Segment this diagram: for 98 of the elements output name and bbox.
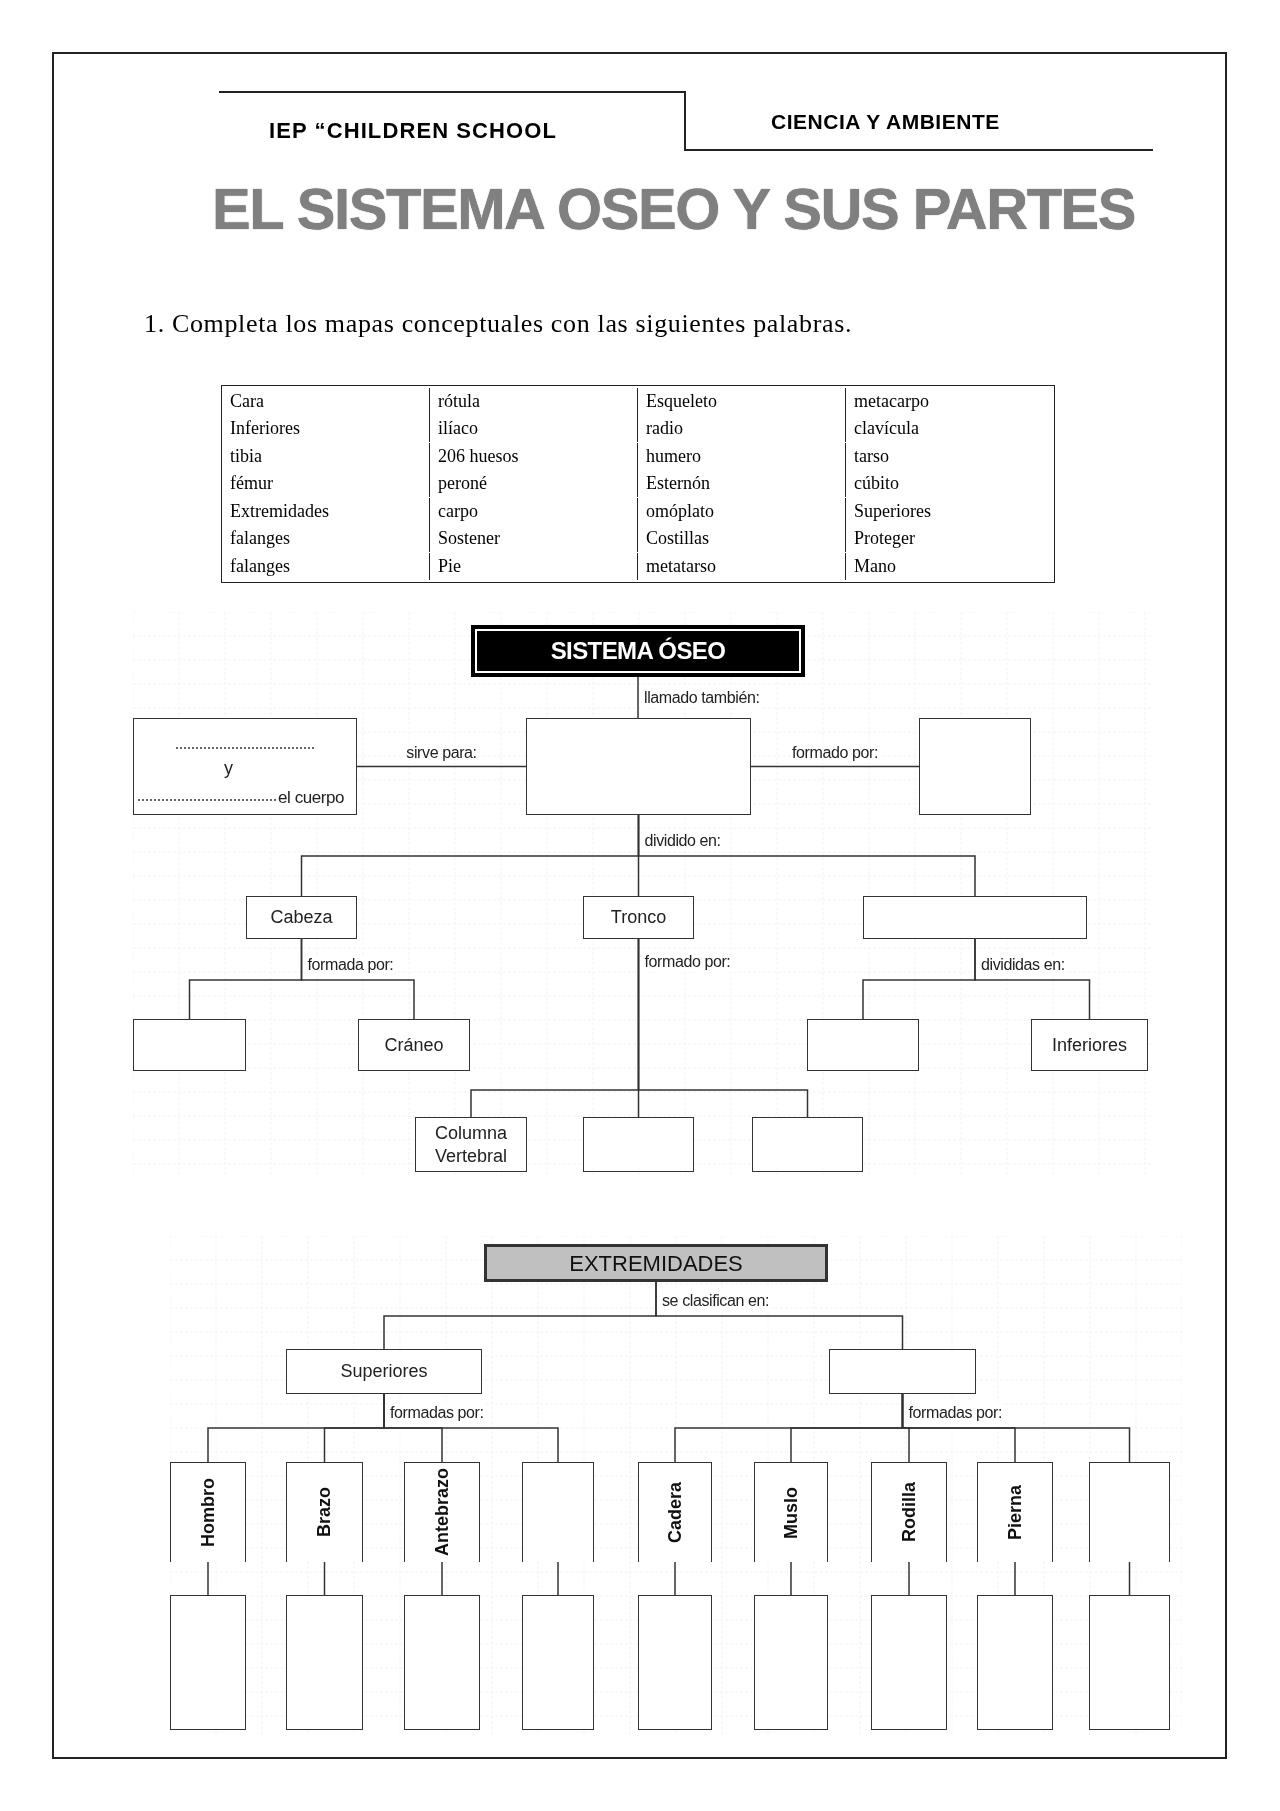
table-cell: 206 huesos <box>430 442 638 470</box>
table-cell: radio <box>638 415 846 443</box>
connector-line <box>383 1393 559 1463</box>
table-cell: fémur <box>222 470 430 498</box>
concept-box: Tronco <box>583 896 694 939</box>
empty-box <box>754 1595 828 1730</box>
table-cell: tibia <box>222 442 430 470</box>
connector-line <box>1014 1561 1016 1596</box>
table-cell: Costillas <box>638 525 846 553</box>
empty-box <box>522 1462 594 1562</box>
instruction-text: 1. Completa los mapas conceptuales con las siguientes palabras. <box>144 308 853 340</box>
table-cell: Esqueleto <box>638 388 846 415</box>
empty-box <box>807 1019 919 1071</box>
edge-label: llamado también: <box>642 687 762 708</box>
connector-line <box>637 938 809 1118</box>
connector-line <box>557 1561 559 1596</box>
concept-box: Brazo <box>286 1462 363 1562</box>
connector-line <box>674 1561 676 1596</box>
concept-box: Pierna <box>977 1462 1053 1562</box>
connector-line <box>637 676 639 719</box>
edge-label: formadas por: <box>388 1403 486 1423</box>
table-cell-text: Mano <box>853 554 897 578</box>
table-cell: Cara <box>222 388 430 415</box>
box-text: el cuerpo <box>278 787 345 809</box>
connector-line <box>356 765 527 768</box>
page-title: EL SISTEMA OSEO Y SUS PARTES <box>212 180 1136 238</box>
table-cell: Sostener <box>430 525 638 553</box>
table-cell-text: tarso <box>853 444 890 468</box>
empty-box <box>522 1595 594 1730</box>
connector-line <box>750 765 920 768</box>
box-text: y <box>224 757 233 780</box>
edge-label: divididas en: <box>979 955 1067 975</box>
connector-line <box>974 938 1091 1020</box>
table-cell: rótula <box>430 388 638 415</box>
empty-box <box>977 1595 1053 1730</box>
table-cell: falanges <box>222 552 430 580</box>
subject-name: CIENCIA Y AMBIENTE <box>771 109 1000 135</box>
empty-box <box>1089 1595 1170 1730</box>
table-cell: ilíaco <box>430 415 638 443</box>
edge-label: dividido en: <box>642 831 723 851</box>
concept-box: Columna Vertebral <box>415 1117 527 1172</box>
connector-line <box>901 1393 1131 1463</box>
empty-box <box>404 1595 480 1730</box>
concept-box: Hombro <box>170 1462 246 1562</box>
school-name: IEP “CHILDREN SCHOOL <box>269 117 558 145</box>
empty-box <box>919 718 1031 815</box>
table-cell: Esternón <box>638 470 846 498</box>
connector-line <box>637 814 976 897</box>
concept-box: Inferiores <box>1031 1019 1148 1071</box>
table-cell-text: Superiores <box>853 499 932 523</box>
title-box: EXTREMIDADES <box>484 1244 828 1282</box>
table-cell: carpo <box>430 497 638 525</box>
empty-box <box>863 896 1087 939</box>
connector-line <box>207 1561 209 1596</box>
table-cell: falanges <box>222 525 430 553</box>
empty-box <box>829 1349 976 1394</box>
table-cell: humero <box>638 442 846 470</box>
title-box: SISTEMA ÓSEO <box>471 625 805 677</box>
table-cell: omóplato <box>638 497 846 525</box>
table-cell: Extremidades <box>222 497 430 525</box>
concept-box: Antebrazo <box>404 1462 480 1562</box>
empty-box <box>133 1019 246 1071</box>
table-cell-text: cúbito <box>853 472 900 496</box>
table-cell: Pie <box>430 552 638 580</box>
connector-line <box>908 1561 910 1596</box>
empty-box <box>752 1117 863 1172</box>
empty-box <box>170 1595 246 1730</box>
table-cell: metatarso <box>638 552 846 580</box>
empty-box <box>638 1595 712 1730</box>
concept-box: Cadera <box>638 1462 712 1562</box>
table-cell: peroné <box>430 470 638 498</box>
edge-label: se clasifican en: <box>660 1291 772 1311</box>
edge-label: formado por: <box>642 952 733 972</box>
edge-label: formadas por: <box>906 1403 1004 1423</box>
table-cell: Inferiores <box>222 415 430 443</box>
edge-label: formada por: <box>305 955 396 975</box>
concept-box: Cabeza <box>246 896 357 939</box>
concept-box: Muslo <box>754 1462 828 1562</box>
table-cell-text: clavícula <box>853 417 920 441</box>
connector-line <box>300 938 415 1020</box>
empty-box <box>583 1117 694 1172</box>
concept-box: Cráneo <box>358 1019 470 1071</box>
table-cell-text: Proteger <box>853 527 916 551</box>
connector-line <box>441 1561 443 1596</box>
connector-line <box>1128 1561 1131 1596</box>
connector-line <box>790 1561 792 1596</box>
concept-box: Rodilla <box>871 1462 947 1562</box>
edge-label: formado por: <box>790 742 880 763</box>
empty-box <box>1089 1462 1170 1562</box>
empty-box <box>871 1595 947 1730</box>
empty-box <box>286 1595 363 1730</box>
concept-box: Superiores <box>286 1349 482 1394</box>
empty-box <box>526 718 751 815</box>
connector-line <box>323 1561 326 1596</box>
edge-label: sirve para: <box>404 742 479 763</box>
connector-line <box>655 1281 904 1350</box>
concept-box <box>133 718 357 815</box>
table-cell-text: metacarpo <box>853 390 930 413</box>
